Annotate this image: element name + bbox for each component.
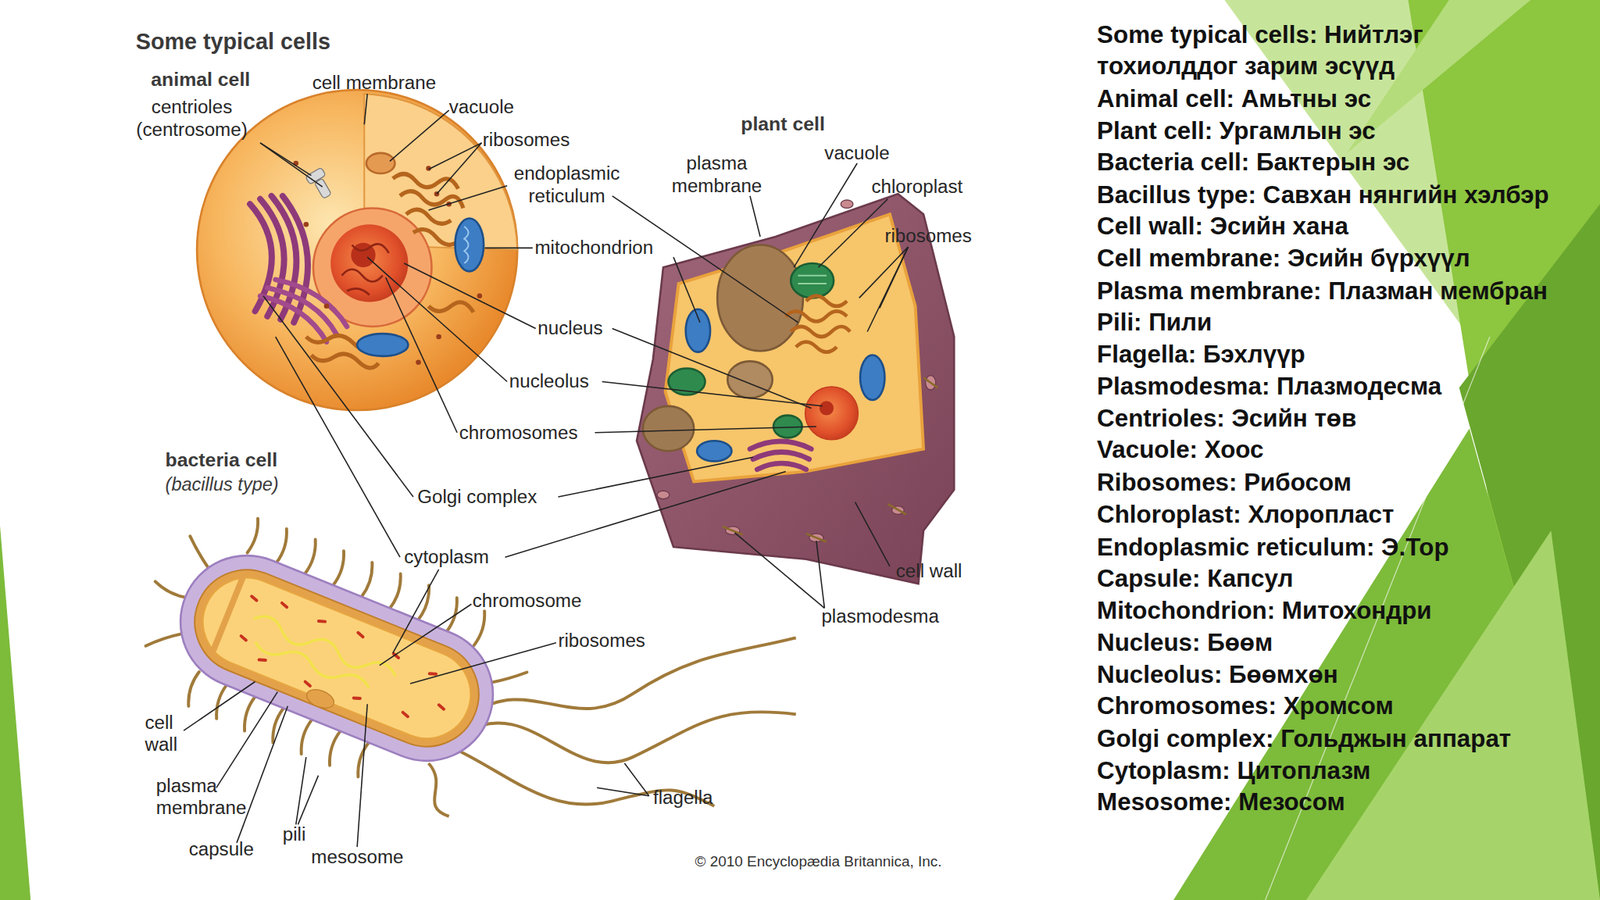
translation-line: Plant cell: Ургамлын эс: [1096, 114, 1568, 147]
translation-line: Bacteria cell: Бактерын эс: [1096, 146, 1568, 179]
translation-line: Plasmodesma: Плазмодесма: [1096, 370, 1568, 403]
part-label: mesosome: [310, 846, 404, 869]
cell-heading: plant cell: [740, 113, 825, 136]
part-label: vacuole: [824, 142, 890, 165]
translation-line: Chromosomes: Хромсом: [1096, 689, 1568, 722]
part-label: ribosomes: [884, 224, 972, 247]
translation-line: Cell wall: Эсийн хана: [1096, 210, 1568, 243]
plant-cell: [636, 193, 954, 584]
part-label: ribosomes: [482, 128, 570, 152]
translation-list: Some typical cells: Нийтлэг тохиолддог з…: [1096, 18, 1568, 818]
part-label: mitochondrion: [534, 236, 654, 260]
translation-line: Plasma membrane: Плазман мембран: [1096, 274, 1568, 307]
translation-line: Mitochondrion: Митохондри: [1096, 593, 1568, 626]
part-label: Golgi complex: [417, 485, 537, 509]
translation-line: Nucleus: Бөөм: [1096, 625, 1568, 658]
part-label: cell wall: [144, 710, 190, 756]
part-label: cell wall: [896, 560, 963, 583]
translation-line: Ribosomes: Рибосом: [1096, 466, 1568, 499]
part-label: flagella: [653, 786, 714, 810]
leader-lines: [183, 93, 908, 847]
part-label: centrioles (centrosome): [124, 96, 259, 141]
translation-line: Chloroplast: Хлоропласт: [1096, 498, 1568, 531]
part-label: cell membrane: [312, 71, 436, 94]
translation-line: Some typical cells: Нийтлэг тохиолддог з…: [1096, 18, 1568, 83]
cell-heading: bacteria cell: [165, 449, 278, 472]
translation-line: Golgi complex: Гольджын аппарат: [1096, 721, 1568, 754]
part-label: pili: [282, 823, 307, 847]
translation-line: Bacillus type: Савхан нянгийн хэлбэр: [1096, 178, 1568, 211]
part-label: endoplasmic reticulum: [497, 162, 636, 208]
part-label: plasma membrane: [657, 152, 775, 197]
part-label: ribosomes: [557, 629, 645, 653]
translation-line: Pili: Пили: [1096, 306, 1568, 339]
bacteria-cell: [115, 489, 796, 822]
part-label: chromosome: [472, 589, 583, 613]
part-label: capsule: [189, 837, 254, 861]
cell-subheading: (bacillus type): [165, 473, 279, 497]
translation-line: Vacuole: Хоос: [1096, 434, 1568, 467]
part-label: cytoplasm: [403, 546, 490, 569]
translation-line: Cell membrane: Эсийн бүрхүүл: [1096, 242, 1568, 275]
translation-line: Nucleolus: Бөөмхөн: [1096, 657, 1568, 690]
copyright-note: © 2010 Encyclopædia Britannica, Inc.: [694, 850, 942, 873]
part-label: chloroplast: [871, 175, 963, 199]
translation-line: Cytoplasm: Цитоплазм: [1096, 753, 1568, 786]
part-label: plasma membrane: [156, 774, 263, 819]
translation-line: Capsule: Капсул: [1096, 561, 1568, 594]
translation-line: Centrioles: Эсийн төв: [1096, 402, 1568, 435]
part-label: nucleus: [537, 317, 603, 340]
cell-heading: animal cell: [150, 68, 250, 92]
translation-line: Endoplasmic reticulum: Э.Тор: [1096, 530, 1568, 563]
part-label: vacuole: [449, 96, 515, 119]
translation-line: Flagella: Бэхлүүр: [1096, 338, 1568, 371]
diagram-title: Some typical cells: [135, 28, 331, 56]
part-label: nucleolus: [509, 370, 590, 393]
part-label: chromosomes: [459, 421, 579, 444]
translation-line: Animal cell: Амьтны эс: [1096, 82, 1568, 115]
part-label: plasmodesma: [821, 605, 939, 629]
translation-line: Mesosome: Мезосом: [1096, 785, 1568, 818]
